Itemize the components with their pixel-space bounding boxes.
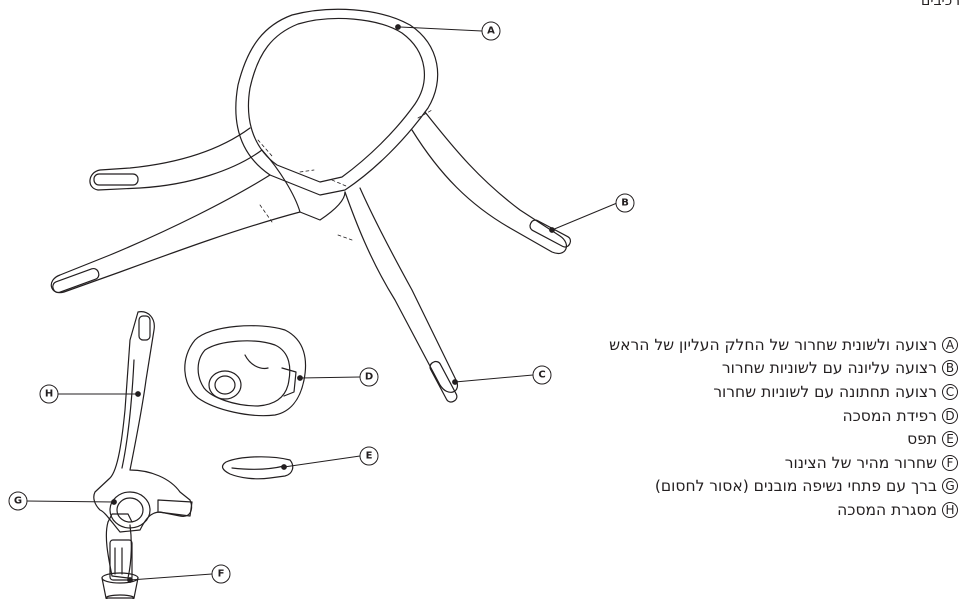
legend-badge-h: H: [942, 502, 958, 518]
callout-a-letter: A: [487, 26, 495, 37]
callout-f-leader: [130, 574, 212, 580]
legend-text-e: תפס: [907, 430, 937, 448]
legend-text-f: שחרור מהיר של הצינור: [785, 454, 937, 472]
legend-badge-d: D: [942, 408, 958, 424]
legend-badge-e: E: [942, 431, 958, 447]
legend-item-b: B רצועה עליונה עם לשוניות שחרור: [398, 357, 958, 381]
legend-text-a: רצועה ולשונית שחרור של החלק העליון של הר…: [609, 336, 937, 354]
callout-e-leader: [284, 456, 360, 467]
headgear-lower-left-strap: [51, 175, 300, 293]
legend-badge-c: C: [942, 384, 958, 400]
callout-d-leader: [300, 377, 360, 378]
legend-badge-a: A: [942, 337, 958, 353]
legend-item-a: A רצועה ולשונית שחרור של החלק העליון של …: [398, 333, 958, 357]
mask-frame-illustration: [94, 312, 192, 532]
callout-b-leader: [552, 203, 617, 230]
callout-g-letter: G: [14, 496, 22, 507]
legend-item-e: E תפס: [398, 427, 958, 451]
headgear-upper-right-strap: [412, 112, 566, 253]
callout-a-leader: [400, 27, 482, 31]
legend-badge-b: B: [942, 360, 958, 376]
legend-text-d: רפידת המסכה: [842, 407, 937, 425]
legend-text-c: רצועה תחתונה עם לשוניות שחרור: [713, 383, 937, 401]
callout-e-letter: E: [366, 451, 373, 462]
callout-h-letter: H: [45, 389, 53, 400]
elbow-illustration: [106, 514, 132, 580]
legend-text-g: ברך עם פתחי נשיפה מובנים (אסור לחסום): [655, 477, 937, 495]
headgear-upper-left-strap: [90, 128, 262, 190]
legend-item-f: F שחרור מהיר של הצינור: [398, 451, 958, 475]
components-legend: A רצועה ולשונית שחרור של החלק העליון של …: [398, 333, 958, 522]
callout-b-letter: B: [621, 198, 629, 209]
callout-d-letter: D: [365, 372, 373, 383]
callout-g-leader: [26, 501, 114, 502]
legend-badge-f: F: [942, 455, 958, 471]
legend-text-h: מסגרת המסכה: [837, 501, 937, 519]
callout-f-letter: F: [218, 569, 225, 580]
legend-item-g: G ברך עם פתחי נשיפה מובנים (אסור לחסום): [398, 475, 958, 499]
legend-text-b: רצועה עליונה עם לשוניות שחרור: [722, 359, 937, 377]
legend-badge-g: G: [942, 478, 958, 494]
mask-cushion-illustration: [185, 326, 306, 416]
legend-item-h: H מסגרת המסכה: [398, 498, 958, 522]
legend-item-c: C רצועה תחתונה עם לשוניות שחרור: [398, 380, 958, 404]
legend-item-d: D רפידת המסכה: [398, 404, 958, 428]
